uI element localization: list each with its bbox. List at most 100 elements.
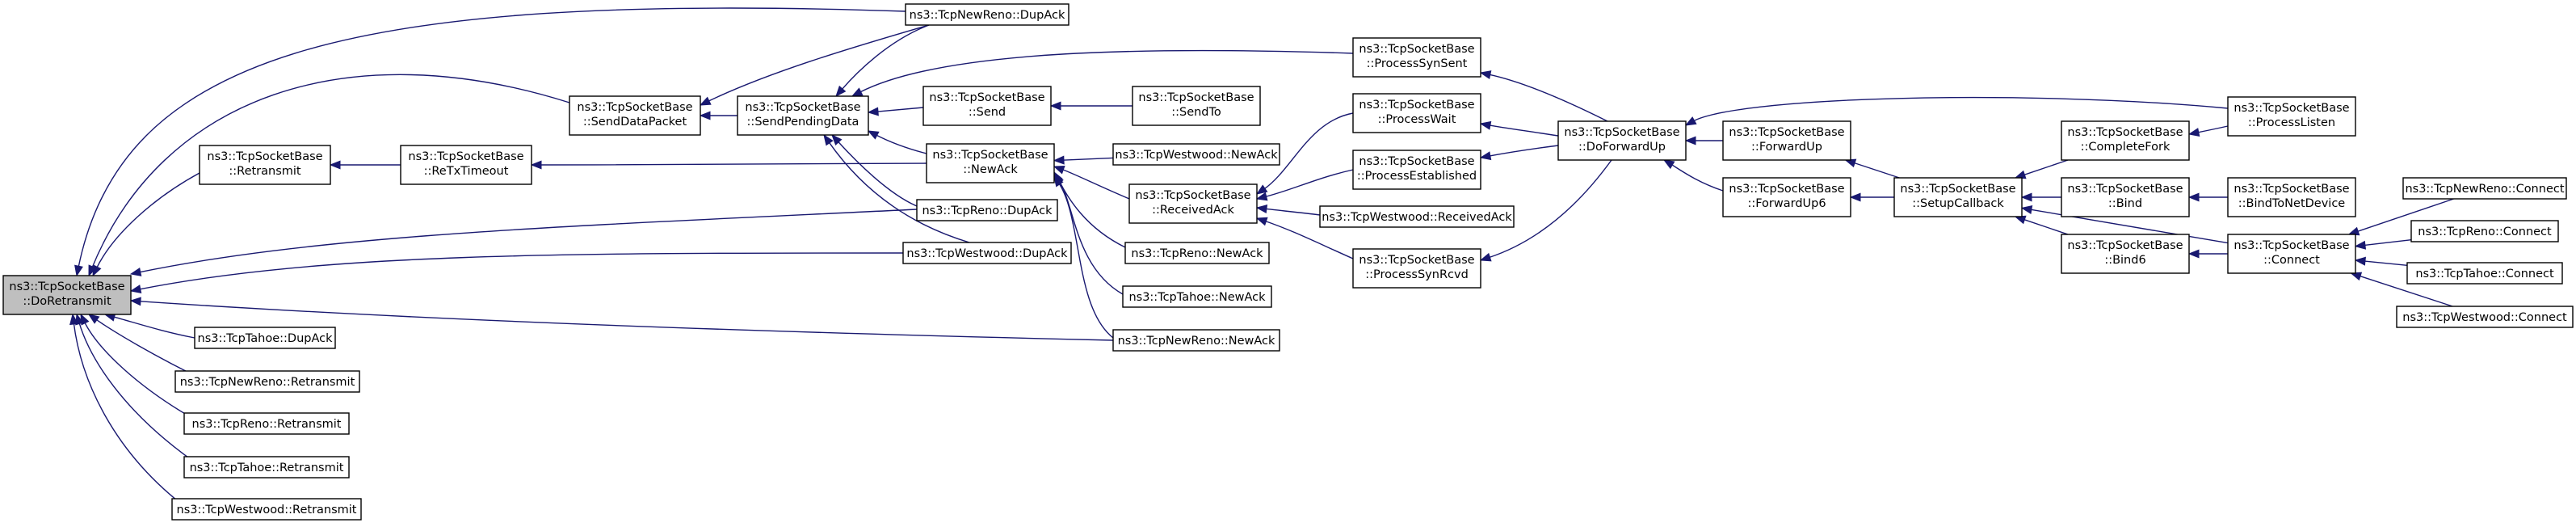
node-label: ::ProcessListen xyxy=(2248,116,2335,129)
edge-sendpendingdata-to-senddatapacket xyxy=(699,111,738,120)
node-tahoe_newack[interactable]: ns3::TcpTahoe::NewAck xyxy=(1122,285,1272,308)
edge-line xyxy=(1057,182,1114,339)
edge-line xyxy=(1488,74,1608,122)
node-reno_dupack[interactable]: ns3::TcpReno::DupAck xyxy=(916,199,1058,221)
node-westwood_connect[interactable]: ns3::TcpWestwood::Connect xyxy=(2396,306,2574,328)
node-label: ::ReTxTimeout xyxy=(424,165,509,178)
node-box xyxy=(922,86,1052,126)
node-processestablished[interactable]: ns3::TcpSocketBase::ProcessEstablished xyxy=(1352,150,1481,190)
node-processsynrcvd[interactable]: ns3::TcpSocketBase::ProcessSynRcvd xyxy=(1352,248,1481,289)
node-westwood_newack[interactable]: ns3::TcpWestwood::NewAck xyxy=(1112,143,1280,166)
arrowhead-icon xyxy=(129,297,141,306)
node-senddatapacket[interactable]: ns3::TcpSocketBase::SendDataPacket xyxy=(569,95,701,136)
node-box xyxy=(2061,234,2190,274)
arrowhead-icon xyxy=(831,134,843,145)
edge-line xyxy=(95,172,200,269)
node-newreno_retransmit[interactable]: ns3::TcpNewReno::Retransmit xyxy=(174,370,360,393)
node-tahoe_retransmit[interactable]: ns3::TcpTahoe::Retransmit xyxy=(183,456,350,479)
node-reno_connect[interactable]: ns3::TcpReno::Connect xyxy=(2410,220,2559,242)
node-label: ns3::TcpReno::DupAck xyxy=(922,204,1053,217)
node-label: ::Bind6 xyxy=(2104,254,2145,267)
arrowhead-icon xyxy=(1479,120,1492,130)
edge-line xyxy=(73,322,189,510)
node-bindtonetdevice[interactable]: ns3::TcpSocketBase::BindToNetDevice xyxy=(2227,177,2356,217)
edge-processlisten-to-doforwardup xyxy=(1684,96,2229,126)
node-setupcallback[interactable]: ns3::TcpSocketBase::SetupCallback xyxy=(1893,177,2023,217)
arrowhead-icon xyxy=(1255,192,1268,201)
node-newreno_connect[interactable]: ns3::TcpNewReno::Connect xyxy=(2402,177,2567,200)
edge-line xyxy=(1852,162,1900,179)
node-receivedack[interactable]: ns3::TcpSocketBase::ReceivedAck xyxy=(1128,183,1258,224)
edge-processsynrcvd-to-receivedack xyxy=(1255,217,1354,259)
node-label: ::BindToNetDevice xyxy=(2238,197,2346,210)
node-box xyxy=(916,199,1058,221)
node-label: ns3::TcpSocketBase xyxy=(1900,183,2015,196)
arrowhead-icon xyxy=(1053,175,1064,188)
edge-line xyxy=(78,7,906,268)
arrowhead-icon xyxy=(699,111,711,120)
node-forwardup[interactable]: ns3::TcpSocketBase::ForwardUp xyxy=(1722,120,1851,161)
edge-newreno_dupack-to-sendpendingdata xyxy=(835,24,930,98)
node-sendpendingdata[interactable]: ns3::TcpSocketBase::SendPendingData xyxy=(737,95,869,136)
node-label: ns3::TcpSocketBase xyxy=(1135,189,1250,202)
node-label: ::ForwardUp xyxy=(1751,141,1822,154)
node-westwood_dupack[interactable]: ns3::TcpWestwood::DupAck xyxy=(902,242,1072,264)
node-box xyxy=(1352,150,1481,190)
node-connect[interactable]: ns3::TcpSocketBase::Connect xyxy=(2227,234,2356,274)
node-label: ns3::TcpSocketBase xyxy=(2067,183,2183,196)
edge-line xyxy=(112,315,195,339)
node-processsynsent[interactable]: ns3::TcpSocketBase::ProcessSynSent xyxy=(1352,37,1481,78)
arrowhead-icon xyxy=(2187,192,2200,202)
node-doforwardup[interactable]: ns3::TcpSocketBase::DoForwardUp xyxy=(1557,120,1687,161)
node-label: ns3::TcpNewReno::Connect xyxy=(2405,183,2564,196)
node-sendto[interactable]: ns3::TcpSocketBase::SendTo xyxy=(1132,86,1261,126)
node-tahoe_connect[interactable]: ns3::TcpTahoe::Connect xyxy=(2406,262,2563,285)
edge-westwood_retransmit-to-doretransmit xyxy=(69,313,189,510)
node-send[interactable]: ns3::TcpSocketBase::Send xyxy=(922,86,1052,126)
node-bind6[interactable]: ns3::TcpSocketBase::Bind6 xyxy=(2061,234,2190,274)
node-newack[interactable]: ns3::TcpSocketBase::NewAck xyxy=(926,143,1055,183)
arrowhead-icon xyxy=(129,268,142,276)
edge-bindtonetdevice-to-bind xyxy=(2187,192,2228,202)
arrowhead-icon xyxy=(75,313,84,326)
edge-line xyxy=(2029,209,2229,244)
node-label: ns3::TcpTahoe::Retransmit xyxy=(190,462,344,474)
edge-newack-to-retxtimeout xyxy=(530,160,927,170)
node-tahoe_dupack[interactable]: ns3::TcpTahoe::DupAck xyxy=(194,327,336,349)
node-processlisten[interactable]: ns3::TcpSocketBase::ProcessListen xyxy=(2227,96,2356,137)
edge-setupcallback-to-forwardup6 xyxy=(1849,192,1894,202)
edge-line xyxy=(859,49,1354,94)
node-retransmit[interactable]: ns3::TcpSocketBase::Retransmit xyxy=(199,145,331,185)
node-label: ns3::TcpSocketBase xyxy=(1138,91,1254,104)
node-box xyxy=(2410,220,2559,242)
node-processwait[interactable]: ns3::TcpSocketBase::ProcessWait xyxy=(1352,93,1481,133)
node-box xyxy=(174,370,360,393)
node-westwood_receivedack[interactable]: ns3::TcpWestwood::ReceivedAck xyxy=(1319,205,1515,228)
node-box xyxy=(1112,329,1280,352)
node-label: ns3::TcpTahoe::Connect xyxy=(2415,268,2554,280)
node-label: ::SetupCallback xyxy=(1912,197,2004,210)
node-box xyxy=(183,456,350,479)
edge-line xyxy=(1670,163,1724,192)
node-label: ns3::TcpTahoe::NewAck xyxy=(1128,291,1266,304)
node-label: ns3::TcpSocketBase xyxy=(932,149,1048,162)
node-completefork[interactable]: ns3::TcpSocketBase::CompleteFork xyxy=(2061,120,2190,161)
node-newreno_newack[interactable]: ns3::TcpNewReno::NewAck xyxy=(1112,329,1280,352)
node-newreno_dupack[interactable]: ns3::TcpNewReno::DupAck xyxy=(905,3,1069,26)
node-retxtimeout[interactable]: ns3::TcpSocketBase::ReTxTimeout xyxy=(400,145,532,185)
node-reno_newack[interactable]: ns3::TcpReno::NewAck xyxy=(1124,242,1270,264)
node-reno_retransmit[interactable]: ns3::TcpReno::Retransmit xyxy=(183,412,350,435)
arrowhead-icon xyxy=(530,160,542,170)
node-box xyxy=(1112,143,1280,166)
node-label: ns3::TcpSocketBase xyxy=(207,150,322,163)
edge-line xyxy=(840,24,930,91)
edge-processlisten-to-completefork xyxy=(2187,125,2229,137)
node-label: ::SendPendingData xyxy=(747,116,859,129)
node-forwardup6[interactable]: ns3::TcpSocketBase::ForwardUp6 xyxy=(1722,177,1851,217)
node-bind[interactable]: ns3::TcpSocketBase::Bind xyxy=(2061,177,2190,217)
edge-line xyxy=(1488,159,1612,259)
node-westwood_retransmit[interactable]: ns3::TcpWestwood::Retransmit xyxy=(171,498,362,521)
node-label: ns3::TcpWestwood::Retransmit xyxy=(177,504,357,516)
edge-send-to-sendpendingdata xyxy=(867,107,924,116)
